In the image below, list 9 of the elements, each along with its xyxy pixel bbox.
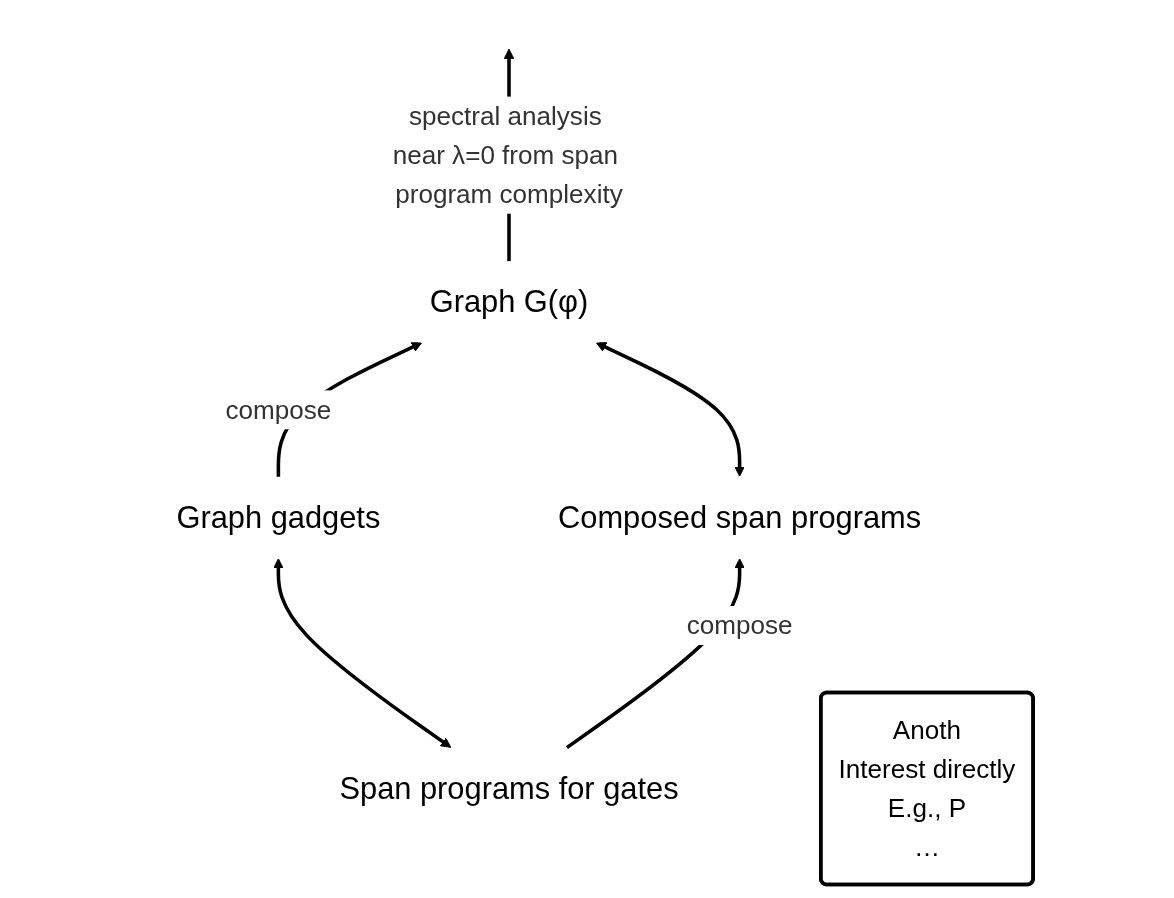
node-text: Composed span programs — [558, 499, 922, 535]
edge-label: compose — [225, 395, 332, 425]
arrow — [273, 558, 452, 748]
arrow — [595, 342, 745, 477]
node-text: Graph G(φ) — [429, 283, 589, 320]
node-text: Span programs for gates — [339, 770, 679, 806]
edge-label: spectral analysis near λ=0 from span program complexity — [392, 101, 623, 210]
node-text: Graph gadgets — [176, 499, 381, 535]
edge-label: compose — [686, 610, 793, 641]
